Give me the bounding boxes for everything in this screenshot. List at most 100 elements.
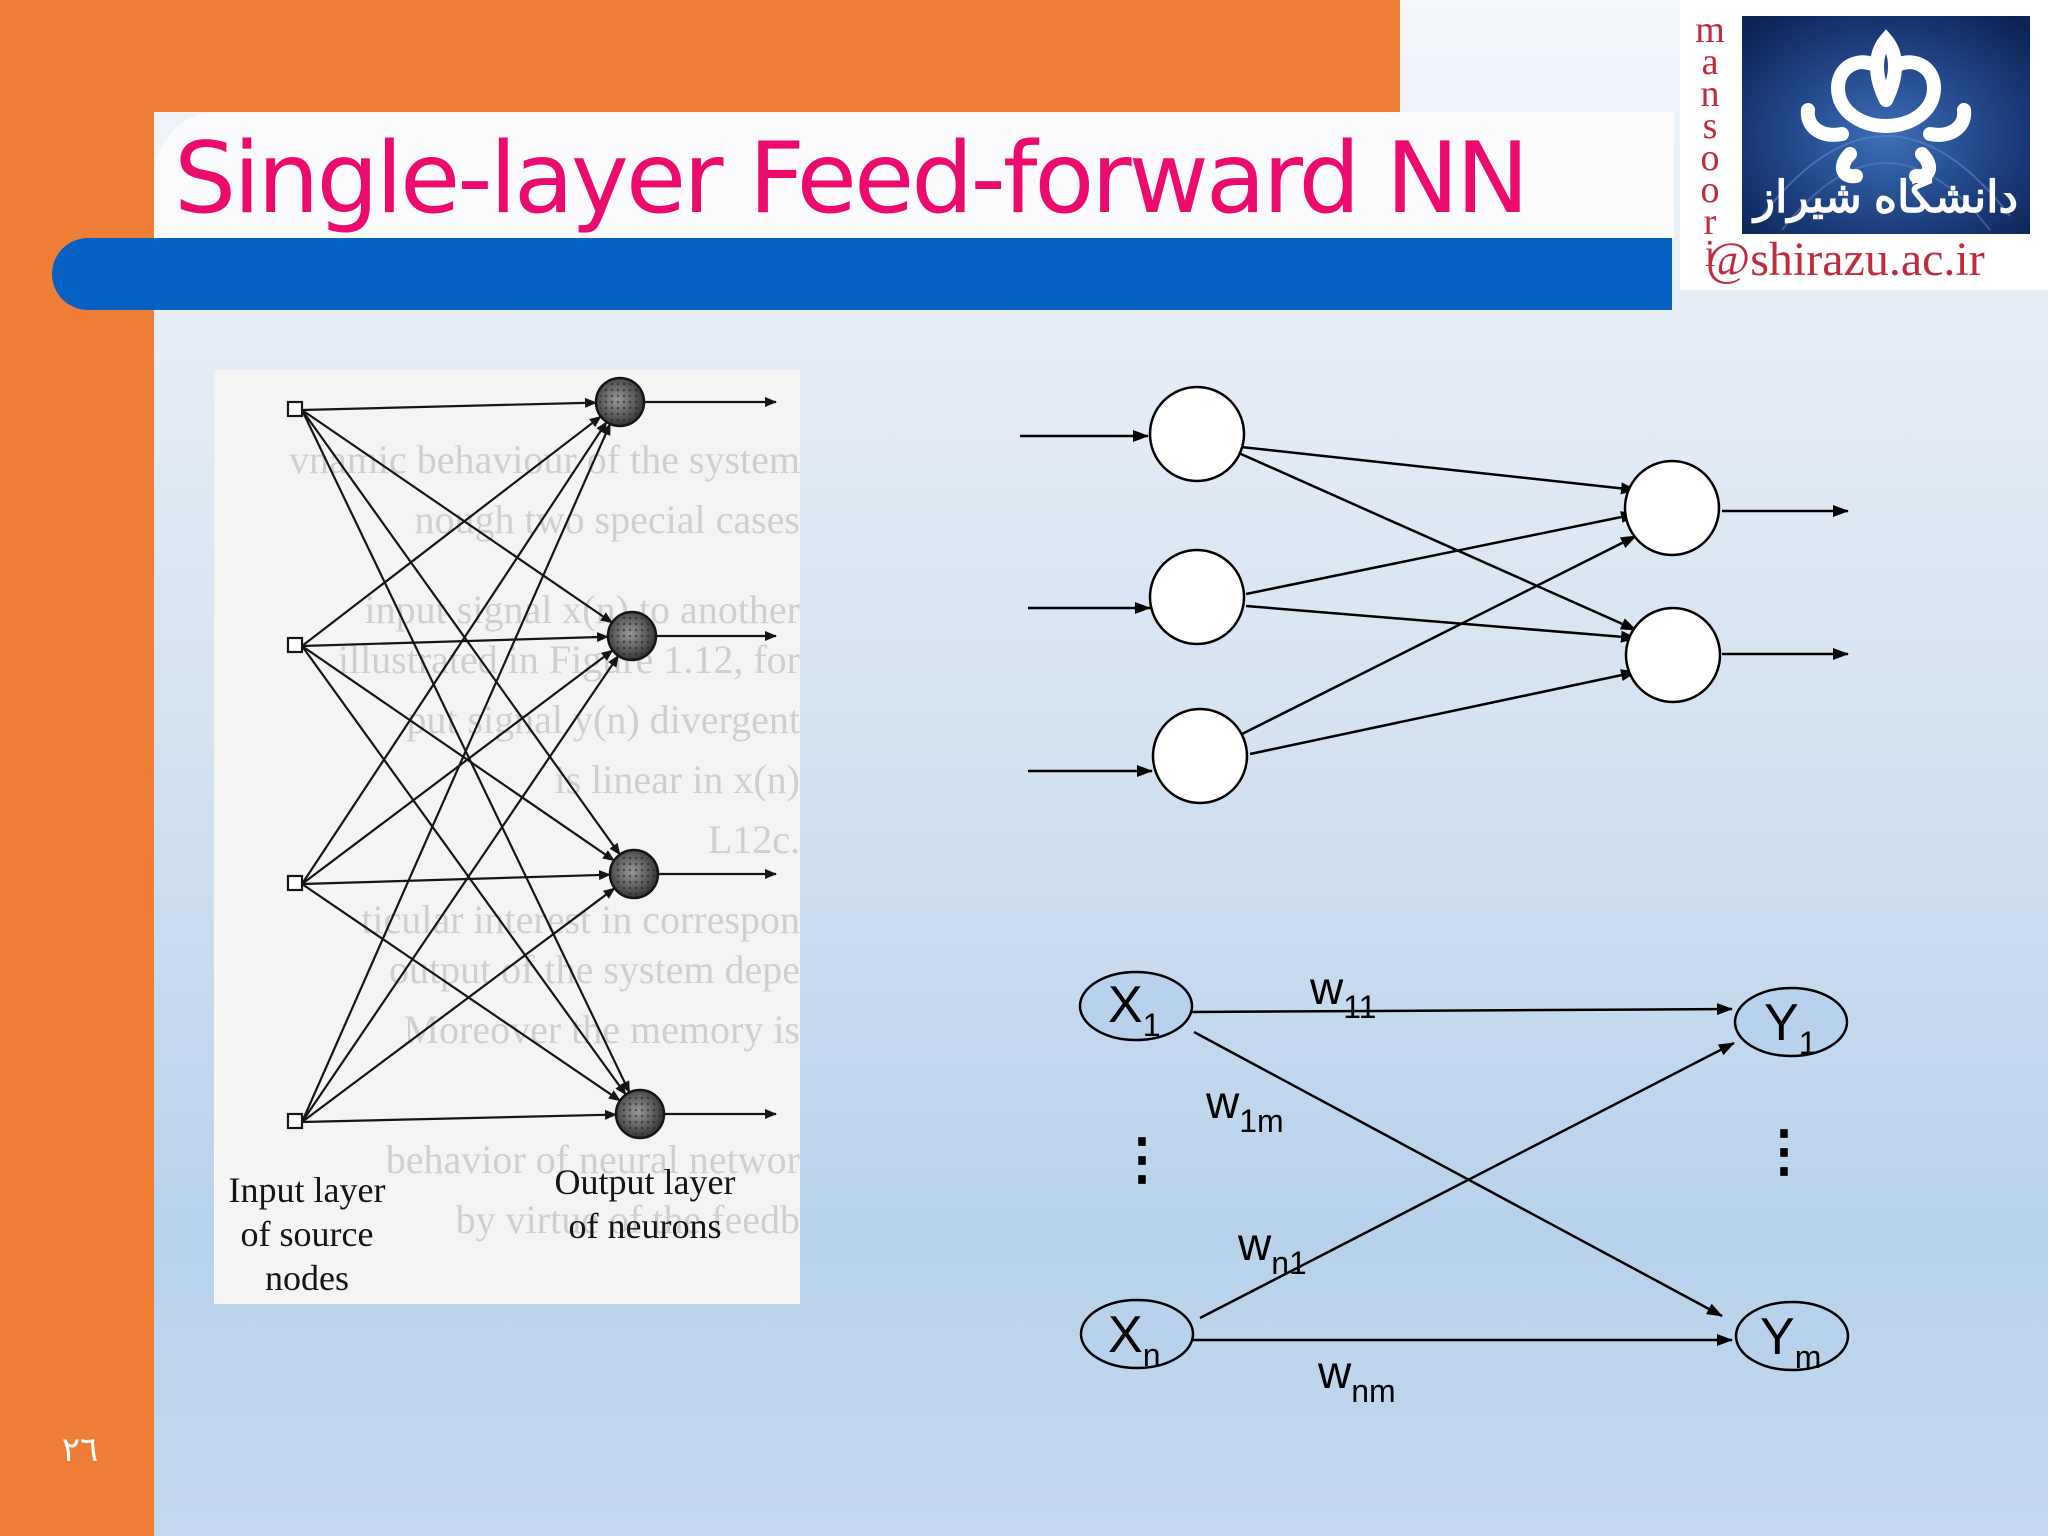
synapse-line [301,649,614,885]
ghost-line: Moreover the memory is [403,1007,800,1052]
logo-letter: o [1700,137,1720,179]
synapse-line [301,421,608,885]
ghost-line: input signal x(n) to another [364,587,800,632]
ghost-line: is linear in x(n) [554,757,801,802]
label-ym-base: Y [1760,1308,1795,1366]
output-layer-label: Output layer of neurons [530,1160,760,1248]
source-node-network [286,376,777,1140]
node-y1 [1733,986,1849,1058]
label-xn-base: X [1108,1306,1143,1364]
edge-w11 [1189,1003,1733,1016]
output-label-line: of neurons [568,1206,722,1246]
label-xn: Xn [1108,1306,1160,1373]
logo-letter: r [1703,201,1717,243]
slide-number: ٢٦ [61,1430,99,1470]
weight-wnm-base: w [1317,1346,1352,1398]
ghost-line: output of the system depe [388,947,800,992]
synapse-line [300,422,612,1123]
output-node [1624,606,1722,704]
logo-letter: n [1700,73,1720,115]
slide-title: Single-layer Feed-forward NN [174,122,1529,236]
connection [1239,534,1637,737]
synapse-line [301,645,615,862]
synapse-line [301,870,612,886]
input-node [1151,707,1249,805]
ellipsis-left: ⋮ [1114,1127,1170,1190]
neuron-texture [599,381,641,423]
weight-w1m: w1m [1205,1076,1284,1139]
source-node [286,400,304,418]
input-label-line: nodes [265,1258,349,1298]
ghost-line: behavior of neural networ [385,1137,800,1182]
orange-header-band [0,0,1400,112]
node-xn [1079,1298,1195,1370]
input-label-line: Input layer [228,1170,386,1210]
input-layer-label: Input layer of source nodes [214,1168,400,1300]
label-xn-sub: n [1143,1337,1161,1373]
weights-network: X1 Xn Y1 Ym w11 w1m wn1 wnm ⋮ ⋮ [1078,962,1850,1409]
ghost-line: L12c. [707,817,800,862]
label-y1: Y1 [1764,994,1816,1061]
output-label-line: Output layer [554,1162,736,1202]
synapse-line [301,654,620,1123]
label-x1-sub: 1 [1143,1007,1161,1043]
edge-wn1 [1199,1041,1735,1320]
logo-letter: i [1704,233,1716,275]
synapse-line [301,883,621,1102]
weight-w11-sub: 11 [1343,989,1376,1025]
emblem-text: دانشگاه شیراز [1751,171,2018,224]
connection [1249,669,1637,756]
logo-letter: o [1700,169,1720,211]
neuron-texture [613,853,655,895]
simple-network [1020,385,1849,805]
synapse-line [301,887,616,1123]
weight-wn1-base: w [1237,1218,1272,1270]
node-ym [1734,1300,1850,1372]
node-x1 [1078,970,1194,1042]
weight-wn1: wn1 [1237,1218,1307,1281]
weight-w11-base: w [1309,962,1344,1014]
synapse-line [301,645,627,1096]
neuron-texture [611,615,653,657]
weight-w11: w11 [1309,962,1376,1025]
synapse-line [301,1109,618,1124]
input-node [1148,548,1246,646]
weight-wn1-sub: n1 [1271,1245,1307,1281]
input-label-line: of source [240,1214,374,1254]
connection [1245,604,1637,643]
scanned-figure: vnamic behaviour of the system nough two… [214,370,800,1304]
weight-wnm: wnm [1317,1346,1396,1409]
synapse-line [301,415,602,647]
label-y1-base: Y [1764,994,1799,1052]
title-underline-bar [52,238,1672,310]
label-y1-sub: 1 [1799,1025,1817,1061]
source-node [286,1112,304,1130]
neuron-texture [619,1093,661,1135]
source-node [286,874,304,892]
label-ym: Ym [1760,1308,1821,1375]
label-x1-base: X [1108,976,1143,1034]
logo-letter: s [1702,105,1718,147]
input-node [1148,385,1246,483]
ellipsis-right: ⋮ [1756,1119,1812,1182]
bleed-through-text: vnamic behaviour of the system nough two… [214,370,800,1304]
logo-letter: m [1695,9,1725,51]
weight-w1m-sub: 1m [1239,1103,1283,1139]
ghost-line: ticular interest in correspon [361,897,800,942]
synapse-line [301,397,598,412]
shiraz-university-emblem: دانشگاه شیراز [1742,16,2030,234]
label-ym-sub: m [1795,1339,1822,1375]
label-x1: X1 [1108,976,1160,1043]
connection [1245,511,1637,596]
ghost-line: nough two special cases [414,497,800,542]
connection [1231,444,1637,495]
logo-vertical-name: m a n s o o r i [1690,9,1730,275]
source-node [286,636,304,654]
output-node [1623,459,1721,557]
ghost-line: by virtue of the feedb [455,1197,800,1242]
synapse-line [301,409,613,624]
edge-w1m [1193,1030,1723,1318]
weight-wnm-sub: nm [1351,1373,1395,1409]
synapse-line [301,409,621,856]
